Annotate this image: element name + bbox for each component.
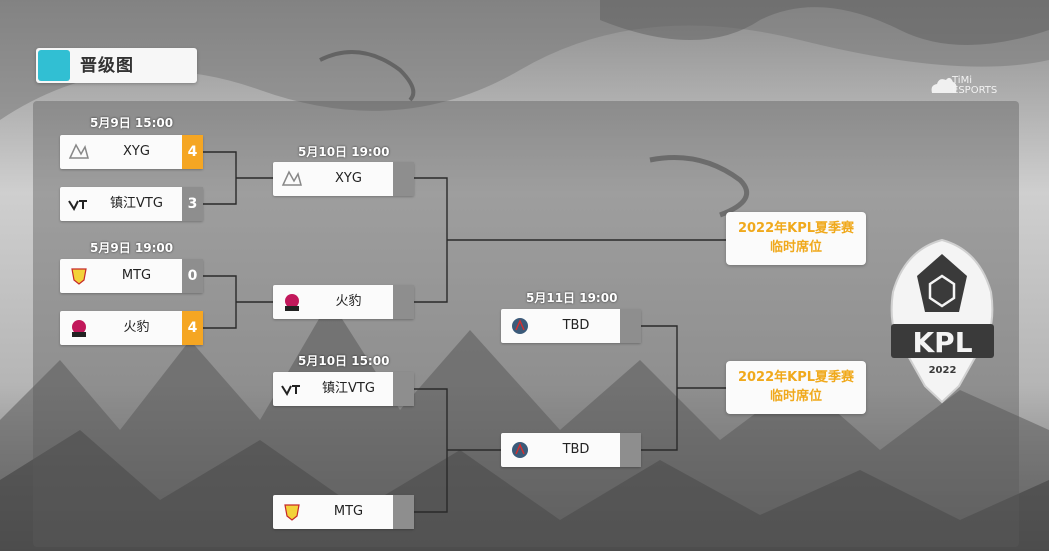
team-row-tbd[interactable]: TBD [501,309,641,343]
team-score: 4 [182,311,203,345]
team-score [393,372,414,406]
team-row-mtg[interactable]: MTG 0 [60,259,203,293]
xyg-logo-icon [68,143,89,159]
team-name: XYG [123,144,150,159]
team-name: MTG [333,504,364,519]
match-date: 5月10日 15:00 [298,354,390,368]
placement-subtitle: 临时席位 [769,240,822,255]
team-row-huobao[interactable]: 火豹 4 [60,311,203,345]
tbd-logo-icon [512,442,528,458]
team-row-xyg[interactable]: XYG 4 [60,135,203,169]
team-name: MTG [121,268,152,283]
kpl-emblem-year: 2022 [929,365,957,376]
team-score: 3 [182,187,203,221]
league-logo-icon [38,50,70,81]
team-name: 火豹 [335,294,362,309]
mtg-logo-icon [284,504,300,521]
team-score [620,309,641,343]
match-date: 5月9日 19:00 [90,241,174,255]
brand-text-esports: ESPORTS [952,85,998,96]
team-name: 镇江VTG [110,196,163,211]
xyg-logo-icon [281,170,302,186]
placement-title: 2022年KPL夏季赛 [737,370,855,385]
brand-text-top: TiMi [952,75,972,86]
team-row-tbd[interactable]: TBD [501,433,641,467]
timi-cloud-icon [931,77,957,93]
kpl-emblem-icon: KPL 2022 [890,238,994,404]
page-title: 晋级图 [80,56,134,76]
placement-title: 2022年KPL夏季赛 [737,221,855,236]
team-name: TBD [562,318,590,333]
match-date: 5月9日 15:00 [90,116,174,130]
team-name: XYG [335,171,362,186]
team-name: 镇江VTG [322,381,375,396]
team-row-vtg[interactable]: 镇江VTG [273,372,414,406]
team-name: 火豹 [123,320,150,335]
match-date: 5月11日 19:00 [526,291,618,305]
mtg-logo-icon [71,268,87,285]
team-score [393,495,414,529]
team-score [393,285,414,319]
placement-card-bottom[interactable]: 2022年KPL夏季赛 临时席位 [726,361,866,414]
match-date: 5月10日 19:00 [298,145,390,159]
tbd-logo-icon [512,318,528,334]
team-score: 4 [182,135,203,169]
team-score [393,162,414,196]
team-row-vtg[interactable]: 镇江VTG 3 [60,187,203,221]
kpl-emblem-text: KPL [912,326,972,359]
team-score: 0 [182,259,203,293]
team-row-mtg[interactable]: MTG [273,495,414,529]
team-score [620,433,641,467]
vtg-logo-icon [281,385,300,397]
huobao-logo-icon [72,320,86,337]
huobao-logo-icon [285,294,299,311]
team-row-xyg[interactable]: XYG [273,162,414,196]
vtg-logo-icon [68,200,87,212]
team-row-huobao[interactable]: 火豹 [273,285,414,319]
placement-subtitle: 临时席位 [769,389,822,404]
team-name: TBD [562,442,590,457]
placement-card-top[interactable]: 2022年KPL夏季赛 临时席位 [726,212,866,265]
